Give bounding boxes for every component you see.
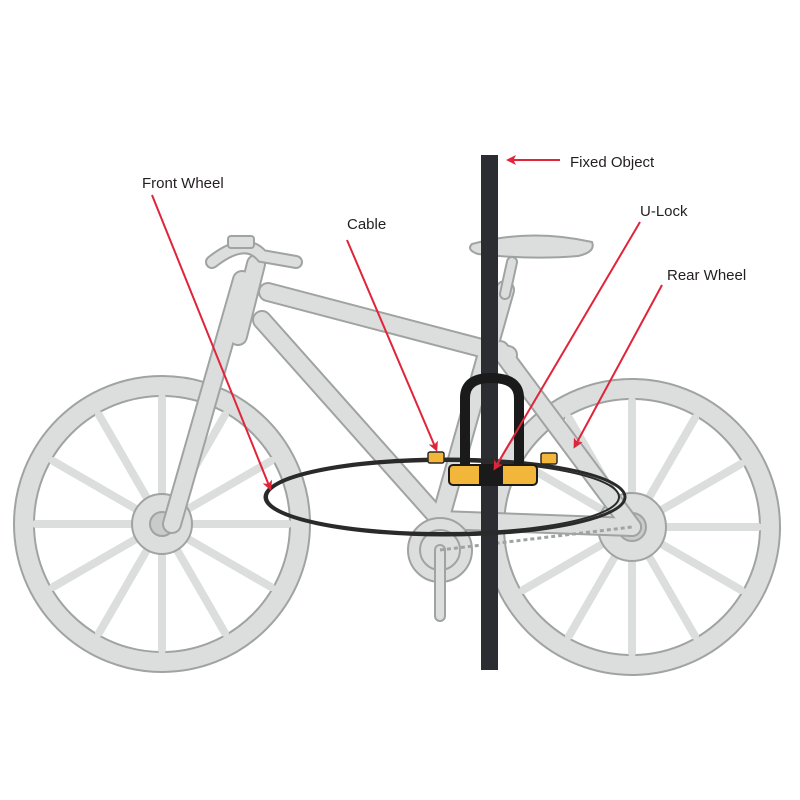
- fixed-object-pole: [481, 155, 498, 670]
- callout-arrows: [151, 155, 663, 491]
- u-lock: [448, 372, 538, 486]
- label-fixed-object: Fixed Object: [570, 154, 655, 171]
- cable-end-left: [427, 451, 445, 464]
- cable: [263, 451, 627, 537]
- handlebar: [205, 235, 303, 269]
- label-rear-wheel: Rear Wheel: [667, 267, 746, 284]
- labels: Fixed Object Front Wheel Cable U-Lock Re…: [142, 154, 746, 284]
- label-front-wheel: Front Wheel: [142, 175, 224, 192]
- saddle: [469, 234, 594, 300]
- cable-arrow: [346, 239, 438, 452]
- u-lock-arrow: [493, 221, 641, 471]
- rear-wheel-arrow: [573, 284, 663, 449]
- label-u-lock: U-Lock: [640, 203, 688, 220]
- cable-end-right: [540, 452, 558, 465]
- label-cable: Cable: [347, 216, 386, 233]
- front-wheel-arrow: [151, 194, 273, 491]
